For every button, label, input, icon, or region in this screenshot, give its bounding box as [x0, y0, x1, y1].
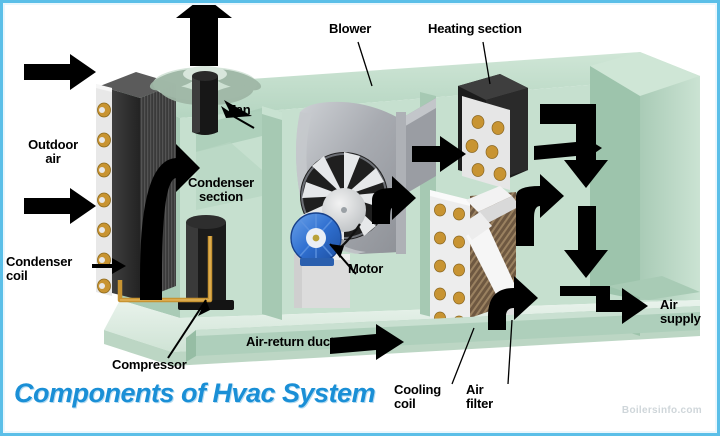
- label-compressor: Compressor: [112, 357, 187, 372]
- arrow-condenser-exhaust: [176, 0, 232, 66]
- arrow-return-up: [488, 276, 538, 330]
- air-filter-assembly: [462, 186, 528, 320]
- air-return-duct-shape: [186, 306, 700, 362]
- heating-coil-assembly: [458, 74, 528, 190]
- condenser-coil-tubes: [97, 102, 111, 294]
- leader-air-filter: [507, 319, 513, 385]
- label-motor: Motor: [348, 261, 384, 276]
- callout-motor: [330, 244, 344, 258]
- callout-arrows: [92, 100, 357, 359]
- label-air-return-duct: Air-return duct: [246, 334, 335, 349]
- partition-condenser: [262, 106, 282, 320]
- condenser-fan-assembly: [149, 66, 262, 135]
- arrow-outdoor-air-upper: [24, 54, 96, 90]
- watermark: Boilersinfo.com: [621, 405, 702, 416]
- leader-blower: [357, 41, 373, 87]
- page-title: Components of Hvac System: [14, 378, 376, 408]
- airflow-arrows: [24, 0, 648, 360]
- label-blower: Blower: [329, 21, 372, 36]
- leader-cooling-coil: [451, 327, 475, 385]
- arrow-air-return-duct: [330, 324, 404, 360]
- arrow-blower-discharge: [412, 136, 466, 172]
- cooling-coil-assembly: [430, 190, 470, 330]
- label-cooling-coil: Cooling coil: [394, 382, 441, 411]
- arrow-outdoor-air-lower: [24, 188, 96, 224]
- motor-assembly: [290, 212, 350, 308]
- leader-heating: [482, 41, 491, 85]
- arrow-supply-down-curve: [540, 104, 608, 188]
- label-condenser-section: Condenser section: [187, 175, 255, 204]
- label-outdoor-air: Outdoor air: [28, 137, 78, 166]
- arrow-condenser-turn: [140, 144, 200, 300]
- arrow-supply-out-right: [560, 286, 648, 324]
- label-air-filter: Air filter: [466, 382, 493, 411]
- label-air-supply: Air supply: [660, 297, 701, 326]
- callout-compressor: [198, 300, 210, 316]
- label-condenser-coil: Condenser coil: [6, 254, 73, 283]
- arrow-coil-exit: [516, 174, 564, 246]
- compressor-assembly: [117, 215, 234, 310]
- label-fan: Fan: [228, 102, 251, 117]
- arrow-coil-to-blower: [372, 176, 416, 224]
- arrow-supply-down: [564, 206, 608, 278]
- label-heating-section: Heating section: [428, 21, 522, 36]
- leader-lines: [357, 41, 513, 385]
- callout-condenser-coil: [92, 258, 126, 274]
